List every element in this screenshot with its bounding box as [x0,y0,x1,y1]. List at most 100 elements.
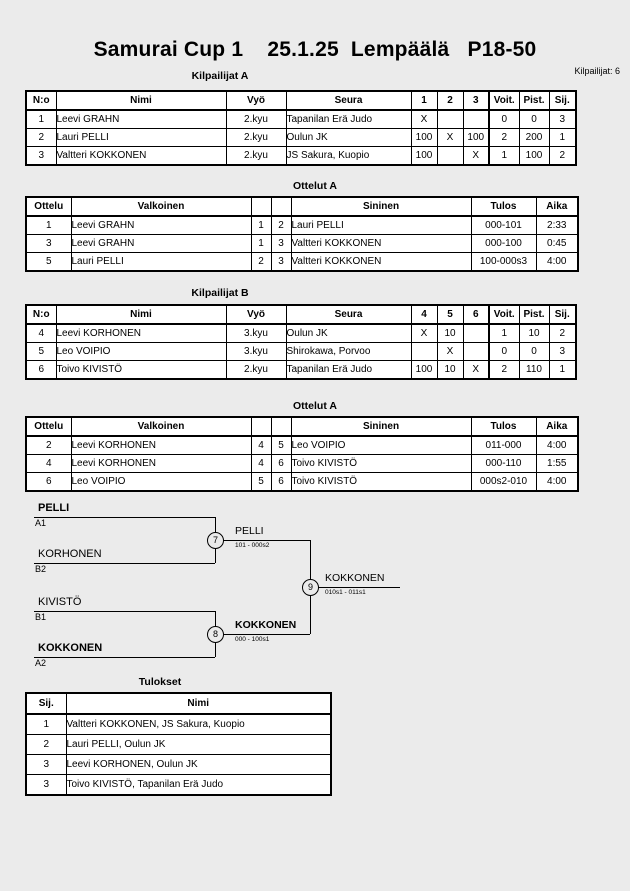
col-name: Nimi [55,304,227,325]
col-no: N:o [25,304,57,325]
cell-blue-no: 2 [270,215,292,235]
cell-blue-no: 6 [270,454,292,473]
col-blue-no [270,196,292,217]
cell-club: Tapanilan Erä Judo [285,109,412,129]
cell-no: 1 [25,109,57,129]
cell-rank: 2 [548,323,577,343]
col-result: Tulos [470,196,537,217]
pool-a-table: N:o Nimi Vyö Seura 1 2 3 Voit. Pist. Sij… [25,90,577,166]
cell-name: Valtteri KOKKONEN, JS Sakura, Kuopio [65,713,332,735]
cell-wins: 1 [488,146,520,166]
col-match-no: Ottelu [25,416,72,437]
col-m2: 2 [436,90,464,111]
bracket-entry-name: KORHONEN [38,548,102,560]
cell-white-no: 1 [250,215,272,235]
table-header-row: N:o Nimi Vyö Seura 1 2 3 Voit. Pist. Sij… [25,90,577,111]
cell-blue-name: Leo VOIPIO [290,435,472,455]
cell-club: JS Sakura, Kuopio [285,146,412,166]
col-m4: 4 [410,304,438,325]
pool-a-caption: Kilpailijat A [191,70,249,82]
col-blue: Sininen [290,416,472,437]
bracket-match-node: 7 [207,532,224,549]
col-points: Pist. [518,90,550,111]
cell-result: 000-101 [470,215,537,235]
cell-white-name: Leevi KORHONEN [70,454,252,473]
cell-match-3: 100 [462,128,490,147]
cell-no: 4 [25,323,57,343]
bracket-entry-line [34,563,215,564]
cell-club: Oulun JK [285,128,412,147]
cell-name: Lauri PELLI [55,128,227,147]
cell-match-2: X [436,128,464,147]
cell-wins: 2 [488,360,520,380]
cell-match-2: 10 [436,323,464,343]
cell-points: 200 [518,128,550,147]
cell-wins: 0 [488,342,520,361]
bracket-entry-seed: B2 [35,564,47,574]
cell-no: 3 [25,146,57,166]
col-rank: Sij. [548,304,577,325]
cell-match-3: X [462,146,490,166]
pool-b-table: N:o Nimi Vyö Seura 4 5 6 Voit. Pist. Sij… [25,304,577,380]
cell-blue-name: Toivo KIVISTÖ [290,472,472,492]
bracket-final-line [310,587,400,588]
col-m1: 1 [410,90,438,111]
cell-blue-no: 3 [270,234,292,253]
bracket-entry-name: PELLI [38,502,70,514]
col-wins: Voit. [488,90,520,111]
cell-belt: 2.kyu [225,146,287,166]
cell-blue-no: 5 [270,435,292,455]
bracket-entry-line [34,611,215,612]
cell-match-2: 10 [436,360,464,380]
bracket-round2-score: 101 - 000s2 [235,542,270,549]
col-rank: Sij. [548,90,577,111]
cell-result: 011-000 [470,435,537,455]
col-club: Seura [285,90,412,111]
cell-time: 4:00 [535,252,579,272]
table-header-row: Ottelu Valkoinen Sininen Tulos Aika [25,416,579,437]
cell-blue-name: Lauri PELLI [290,215,472,235]
cell-rank: 1 [548,360,577,380]
cell-rank: 1 [548,128,577,147]
cell-name: Valtteri KOKKONEN [55,146,227,166]
cell-result: 100-000s3 [470,252,537,272]
cell-white-no: 4 [250,454,272,473]
cell-name: Lauri PELLI, Oulun JK [65,734,332,755]
cell-time: 2:33 [535,215,579,235]
cell-blue-no: 3 [270,252,292,272]
cell-club: Oulun JK [285,323,412,343]
table-header-row: N:o Nimi Vyö Seura 4 5 6 Voit. Pist. Sij… [25,304,577,325]
cell-result: 000s2-010 [470,472,537,492]
cell-match-1: X [410,323,438,343]
cell-match-3 [462,323,490,343]
cell-points: 0 [518,109,550,129]
cell-name: Leo VOIPIO [55,342,227,361]
cell-match-no: 4 [25,454,72,473]
col-m6: 6 [462,304,490,325]
cell-white-no: 2 [250,252,272,272]
cell-points: 10 [518,323,550,343]
table-header-row: Ottelu Valkoinen Sininen Tulos Aika [25,196,579,217]
col-blue: Sininen [290,196,472,217]
col-points: Pist. [518,304,550,325]
cell-club: Tapanilan Erä Judo [285,360,412,380]
col-m3: 3 [462,90,490,111]
bracket-round2-line [215,634,310,635]
cell-white-no: 4 [250,435,272,455]
col-blue-no [270,416,292,437]
cell-points: 100 [518,146,550,166]
cell-match-2 [436,146,464,166]
bracket-entry-line [34,657,215,658]
col-name: Nimi [65,692,332,715]
